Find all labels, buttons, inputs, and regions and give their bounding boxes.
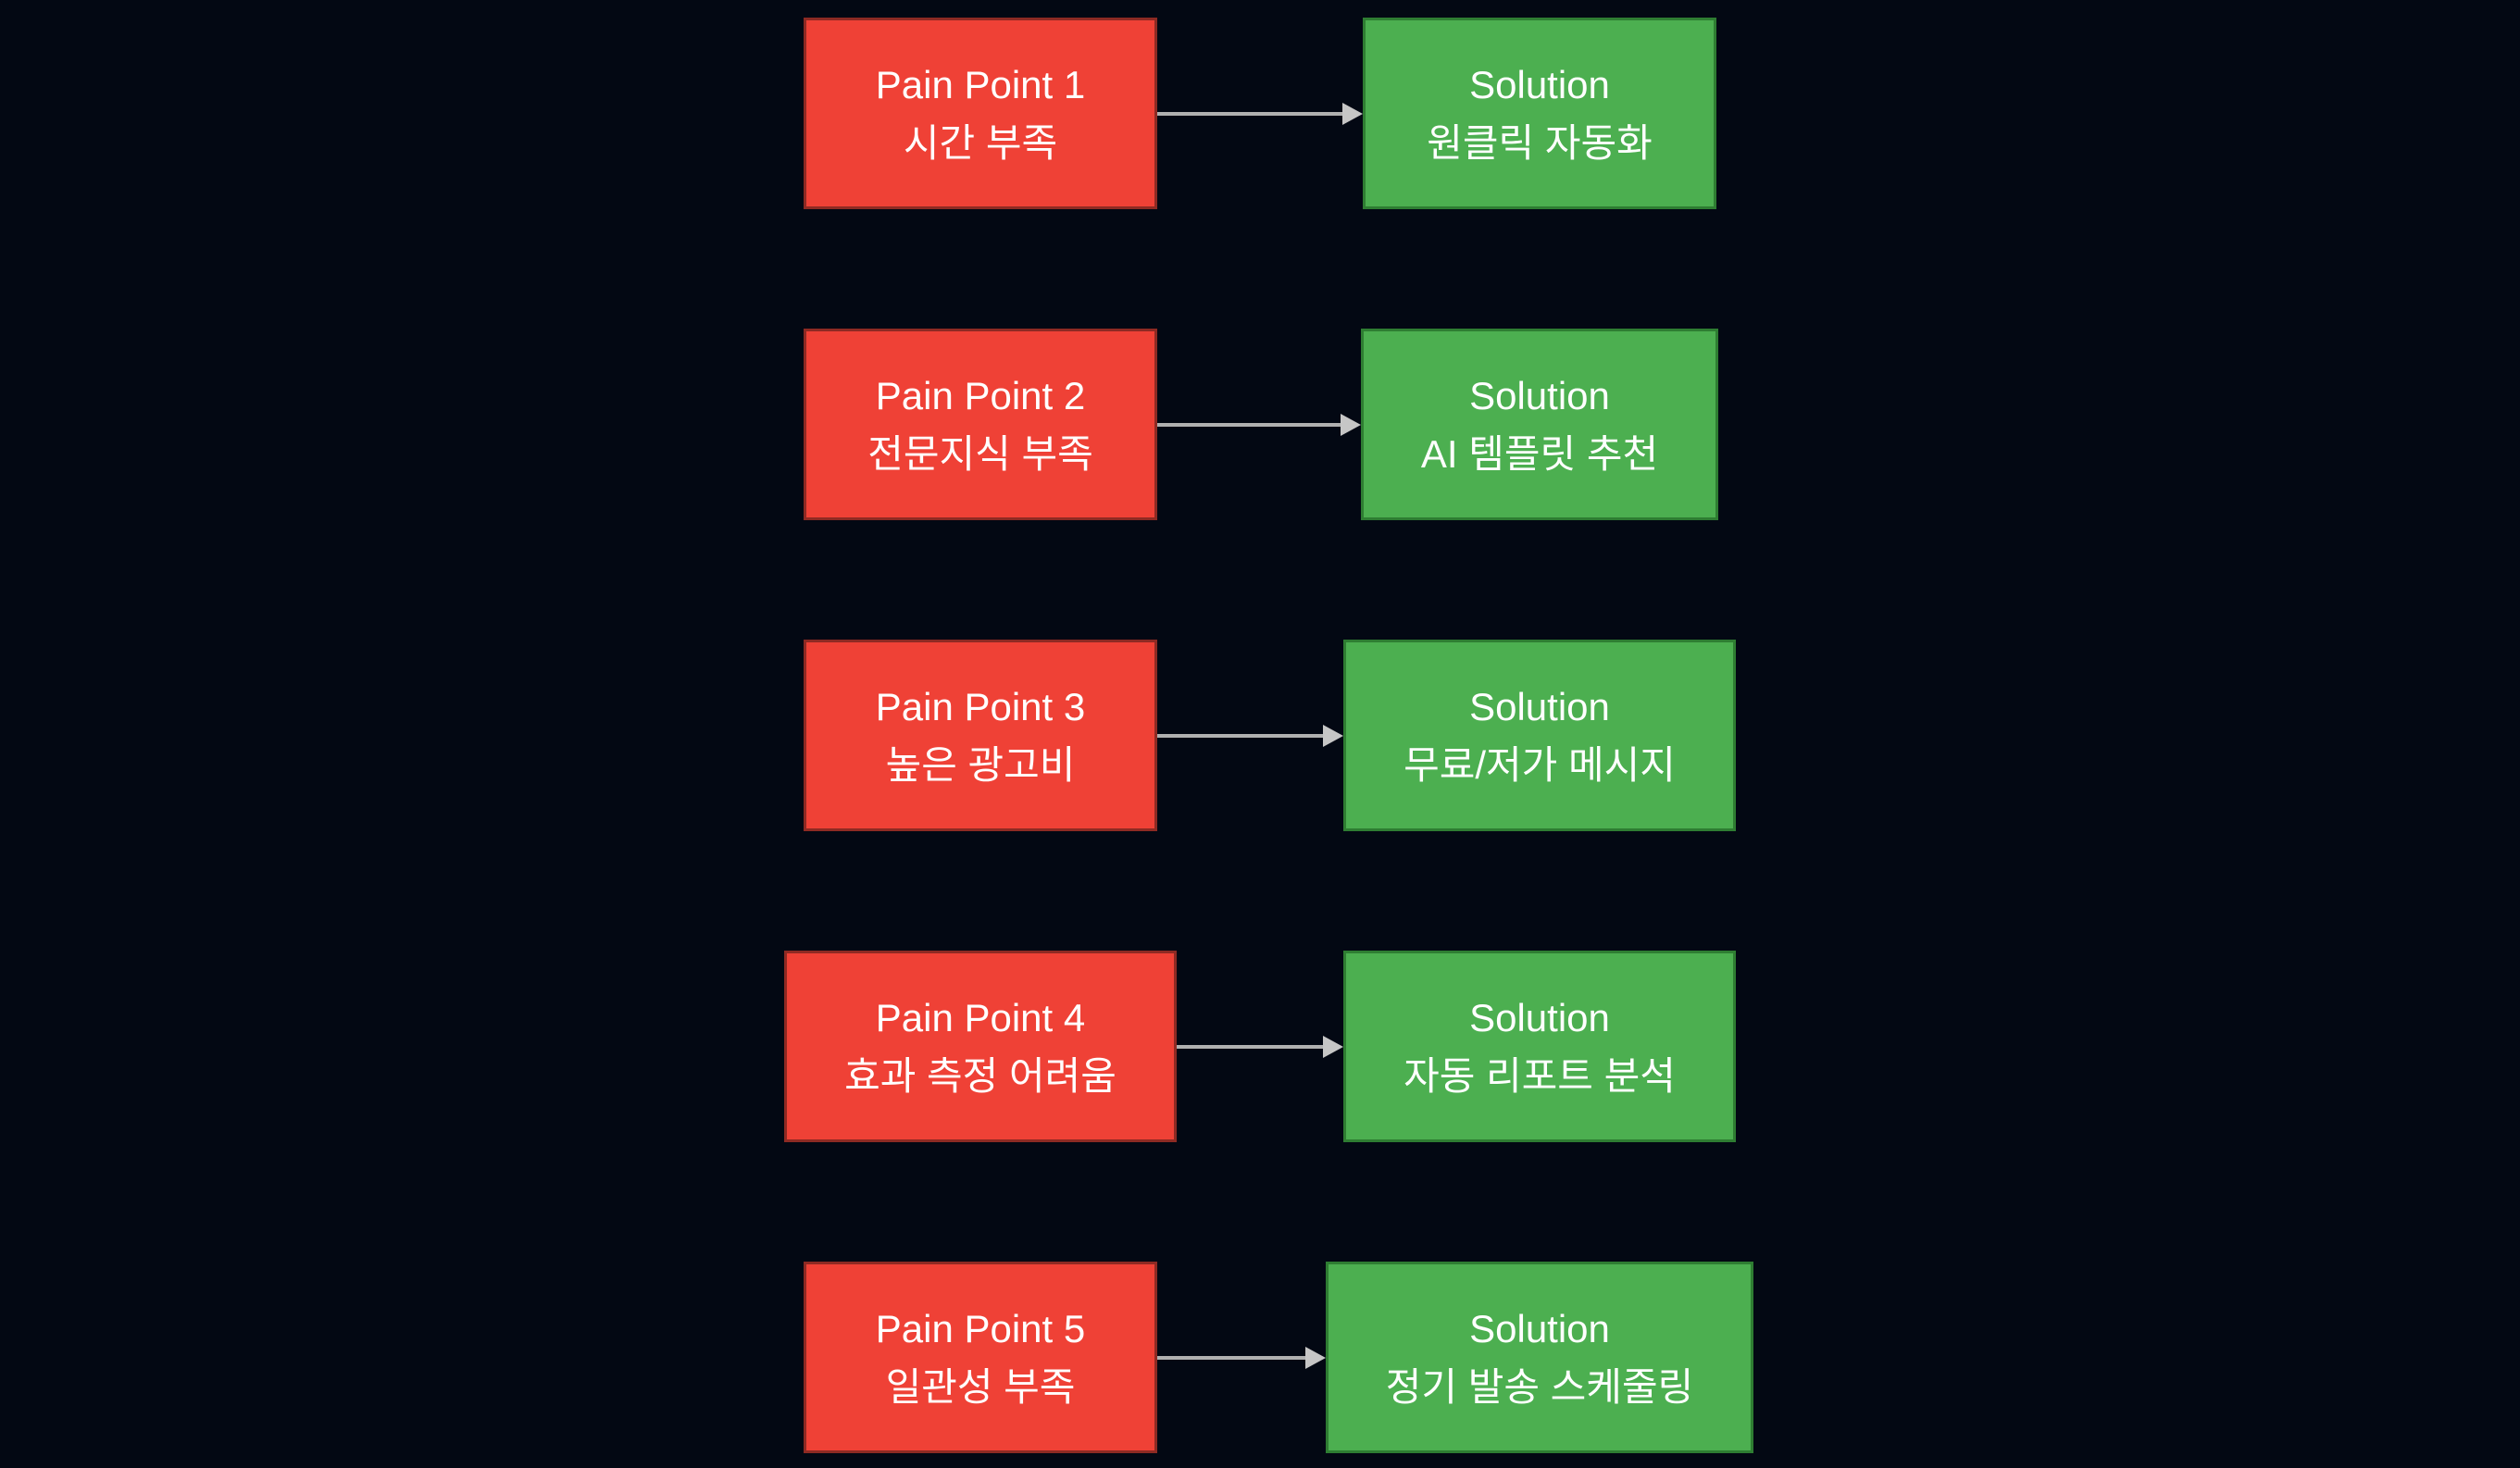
pain-solution-row-2: Pain Point 2 전문지식 부족 Solution AI 템플릿 추천 xyxy=(701,329,1819,520)
solution-title: Solution xyxy=(1469,995,1610,1039)
solution-title: Solution xyxy=(1469,62,1610,106)
solution-label: AI 템플릿 추천 xyxy=(1420,431,1659,476)
pain-column-cell: Pain Point 5 일관성 부족 xyxy=(701,1262,1260,1453)
pain-point-node: Pain Point 4 효과 측정 어려움 xyxy=(784,951,1177,1142)
solution-label: 자동 리포트 분석 xyxy=(1403,1053,1676,1098)
solution-label: 원클릭 자동화 xyxy=(1427,120,1653,165)
pain-point-node: Pain Point 5 일관성 부족 xyxy=(804,1262,1157,1453)
solution-node: Solution AI 템플릿 추천 xyxy=(1360,329,1719,520)
solution-title: Solution xyxy=(1469,1306,1610,1350)
pain-point-node: Pain Point 3 높은 광고비 xyxy=(804,640,1157,831)
solution-node: Solution 무료/저가 메시지 xyxy=(1343,640,1736,831)
pain-column-cell: Pain Point 1 시간 부족 xyxy=(701,18,1260,209)
solution-label: 정기 발송 스케줄링 xyxy=(1385,1364,1694,1409)
pain-point-node: Pain Point 2 전문지식 부족 xyxy=(804,329,1157,520)
pain-point-title: Pain Point 5 xyxy=(875,1306,1086,1350)
solution-column-cell: Solution 자동 리포트 분석 xyxy=(1260,951,1819,1142)
pain-column-cell: Pain Point 4 효과 측정 어려움 xyxy=(701,951,1260,1142)
solution-column-cell: Solution 무료/저가 메시지 xyxy=(1260,640,1819,831)
pain-point-title: Pain Point 4 xyxy=(875,995,1086,1039)
pain-column-cell: Pain Point 2 전문지식 부족 xyxy=(701,329,1260,520)
pain-solution-row-5: Pain Point 5 일관성 부족 Solution 정기 발송 스케줄링 xyxy=(701,1262,1819,1453)
solution-column-cell: Solution 정기 발송 스케줄링 xyxy=(1260,1262,1819,1453)
pain-point-title: Pain Point 1 xyxy=(875,62,1086,106)
solution-node: Solution 정기 발송 스케줄링 xyxy=(1325,1262,1754,1453)
solution-column-cell: Solution AI 템플릿 추천 xyxy=(1260,329,1819,520)
pain-point-title: Pain Point 2 xyxy=(875,373,1086,417)
pain-column-cell: Pain Point 3 높은 광고비 xyxy=(701,640,1260,831)
solution-title: Solution xyxy=(1469,373,1610,417)
pain-solution-row-1: Pain Point 1 시간 부족 Solution 원클릭 자동화 xyxy=(701,18,1819,209)
pain-solution-row-3: Pain Point 3 높은 광고비 Solution 무료/저가 메시지 xyxy=(701,640,1819,831)
solution-node: Solution 자동 리포트 분석 xyxy=(1343,951,1736,1142)
pain-point-label: 전문지식 부족 xyxy=(867,431,1093,476)
pain-point-label: 높은 광고비 xyxy=(885,742,1076,787)
solution-column-cell: Solution 원클릭 자동화 xyxy=(1260,18,1819,209)
pain-point-title: Pain Point 3 xyxy=(875,684,1086,728)
pain-solution-row-4: Pain Point 4 효과 측정 어려움 Solution 자동 리포트 분… xyxy=(701,951,1819,1142)
solution-title: Solution xyxy=(1469,684,1610,728)
pain-point-label: 일관성 부족 xyxy=(885,1364,1076,1409)
solution-node: Solution 원클릭 자동화 xyxy=(1363,18,1716,209)
pain-point-label: 시간 부족 xyxy=(903,120,1058,165)
pain-point-node: Pain Point 1 시간 부족 xyxy=(804,18,1157,209)
pain-point-label: 효과 측정 어려움 xyxy=(844,1053,1117,1098)
solution-label: 무료/저가 메시지 xyxy=(1403,742,1676,787)
